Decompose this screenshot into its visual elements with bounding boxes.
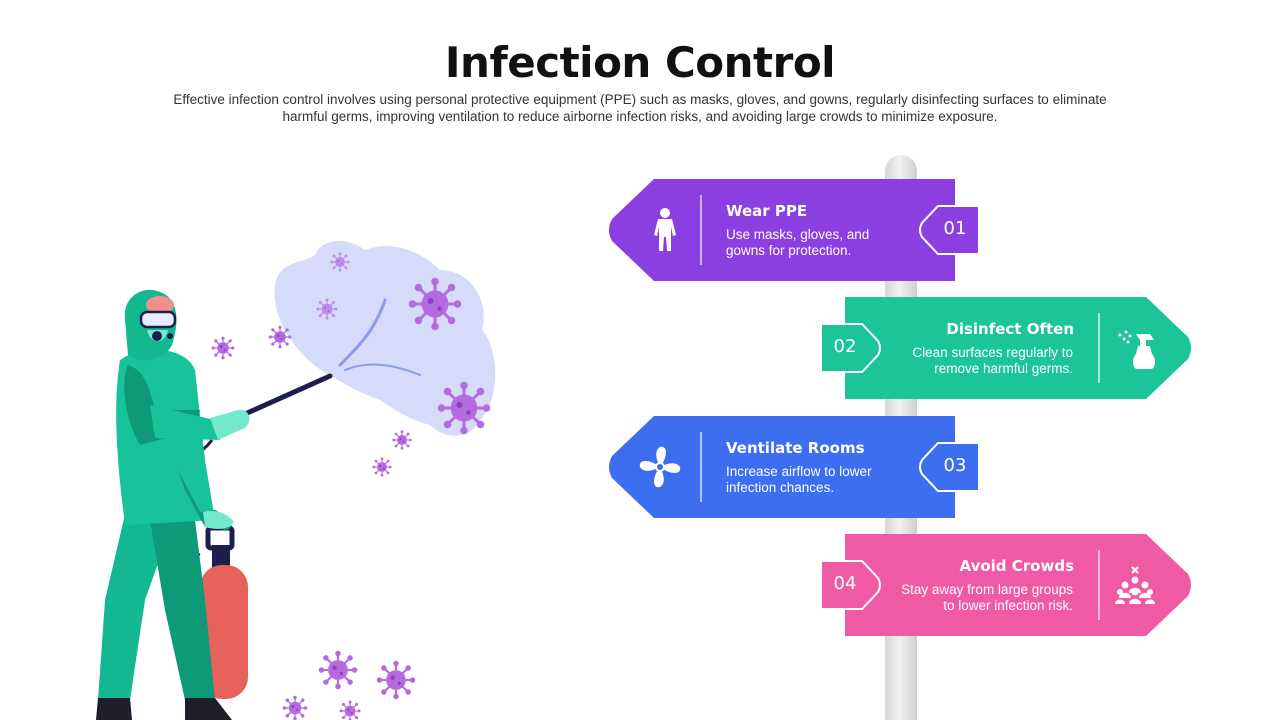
sign-heading: Avoid Crowds: [959, 557, 1075, 575]
page-title: Infection Control: [444, 38, 836, 87]
page-subtitle: Effective infection control involves usi…: [173, 92, 1107, 124]
sign-heading: Disinfect Often: [946, 320, 1074, 338]
fan-icon: [639, 446, 681, 488]
sign-description-line1: Stay away from large groups: [901, 582, 1073, 597]
sign-wear-ppe: Wear PPE Use masks, gloves, and gowns fo…: [606, 179, 980, 281]
crowd-icon: [1115, 566, 1155, 604]
sign-description-line1: Use masks, gloves, and: [726, 227, 870, 242]
sign-background: [820, 297, 1191, 399]
sign-background: [609, 179, 980, 281]
sign-description-line2: gowns for protection.: [726, 243, 852, 258]
sign-number: 04: [833, 573, 857, 594]
disinfection-worker-illustration: [96, 240, 496, 720]
sign-number: 03: [943, 455, 967, 476]
sign-ventilate-rooms: Ventilate Rooms Increase airflow to lowe…: [606, 416, 980, 518]
sign-description-line1: Clean surfaces regularly to: [912, 345, 1073, 360]
spray-bottle-icon: [1118, 330, 1155, 369]
sign-description-line2: to lower infection risk.: [943, 598, 1073, 613]
sign-heading: Ventilate Rooms: [726, 439, 865, 457]
sign-heading: Wear PPE: [726, 202, 808, 220]
sign-number: 02: [833, 336, 857, 357]
hazmat-suit-icon: [654, 208, 676, 251]
sign-number: 01: [943, 218, 967, 239]
sign-background: [820, 534, 1191, 636]
sign-description-line1: Increase airflow to lower: [726, 464, 872, 479]
sign-description-line2: infection chances.: [726, 480, 835, 495]
sign-description-line2: remove harmful germs.: [934, 361, 1073, 376]
sign-disinfect-often: Disinfect Often Clean surfaces regularly…: [820, 297, 1194, 399]
sign-background: [609, 416, 980, 518]
sign-avoid-crowds: Avoid Crowds Stay away from large groups…: [820, 534, 1194, 636]
